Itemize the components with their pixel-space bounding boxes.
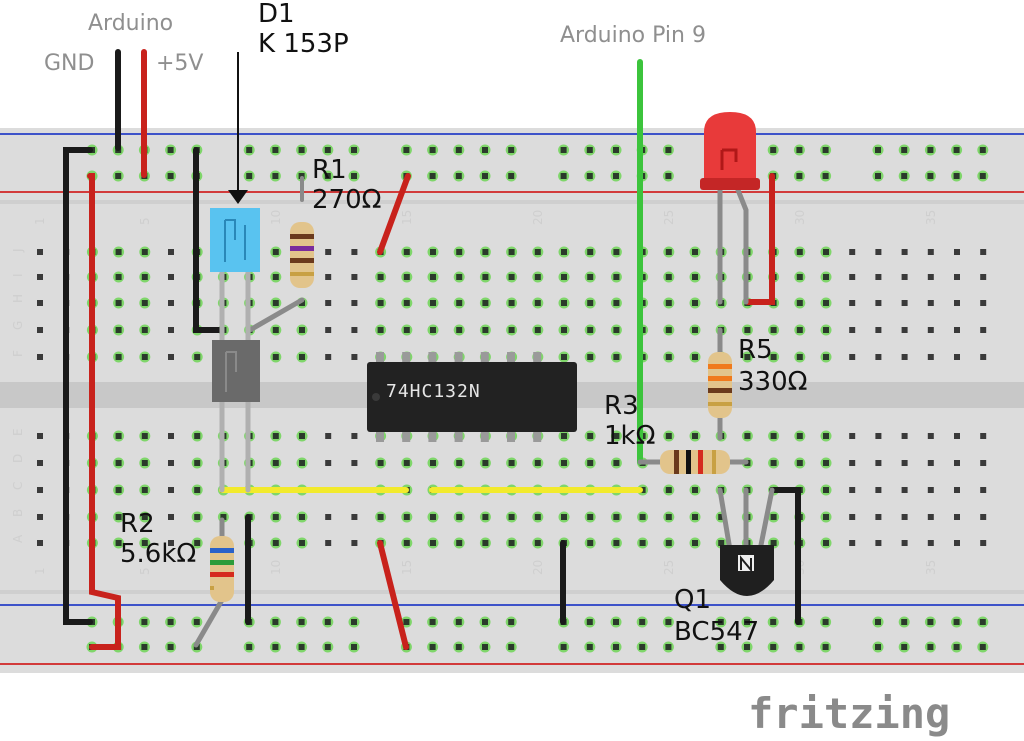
column-number: 20 — [531, 210, 545, 225]
column-number: 10 — [269, 210, 283, 225]
row-letter: I — [11, 273, 25, 277]
row-letter: E — [11, 428, 25, 436]
column-number: 25 — [662, 560, 676, 575]
r2-value-label: 5.6kΩ — [120, 539, 196, 569]
fritzing-logo: fritzing — [748, 689, 950, 738]
red-led — [700, 112, 760, 190]
column-number: 1 — [33, 217, 47, 225]
r1-leg — [247, 297, 305, 333]
left-5v-bridge-wire — [87, 173, 121, 650]
resistor-r2 — [210, 536, 234, 602]
column-number: 25 — [662, 210, 676, 225]
r1-name-label: R1 — [312, 155, 347, 185]
d1-arrow — [228, 52, 248, 204]
column-number: 15 — [400, 210, 414, 225]
row-letters: J I H G F E D C B A — [11, 248, 25, 543]
column-number: 5 — [138, 567, 152, 575]
row-letter: C — [11, 482, 25, 490]
ic-74hc132n — [367, 352, 577, 442]
column-number: 5 — [138, 217, 152, 225]
left-gnd-bridge-wire — [63, 147, 93, 625]
r5-value-label: 330Ω — [738, 367, 808, 397]
d1-part-label: K 153P — [258, 29, 349, 59]
ir-sensor-d1 — [210, 208, 260, 272]
row-letter: B — [11, 509, 25, 517]
r3-value-label: 1kΩ — [604, 421, 655, 451]
column-number: 35 — [924, 560, 938, 575]
gnd-label: GND — [44, 51, 94, 76]
row-letter: J — [11, 248, 25, 253]
r3-name-label: R3 — [604, 391, 639, 421]
d1-name-label: D1 — [258, 0, 295, 29]
r2-name-label: R2 — [120, 509, 155, 539]
column-number: 1 — [33, 567, 47, 575]
resistor-r3 — [660, 450, 730, 474]
ic-part-label: 74HC132N — [386, 381, 481, 402]
transistor-q1 — [720, 545, 774, 596]
pin9-label: Arduino Pin 9 — [560, 23, 706, 48]
ic-vcc-wire — [377, 173, 411, 255]
column-number: 30 — [793, 210, 807, 225]
r5-name-label: R5 — [738, 335, 773, 365]
column-number: 10 — [269, 560, 283, 575]
resistor-r1 — [290, 222, 314, 288]
row-letter: F — [11, 350, 25, 357]
plus5v-label: +5V — [156, 51, 203, 76]
row-letter: G — [11, 321, 25, 330]
ir-receiver-body — [212, 340, 260, 402]
r1-value-label: 270Ω — [312, 185, 382, 215]
ir-gnd-wire — [193, 147, 223, 333]
led-anode-wire — [745, 173, 775, 305]
row-letter: D — [11, 454, 25, 463]
column-number: 20 — [531, 560, 545, 575]
column-number: 35 — [924, 210, 938, 225]
column-number: 15 — [400, 560, 414, 575]
q1-name-label: Q1 — [674, 585, 711, 615]
q1-part-label: BC547 — [674, 617, 759, 647]
q1-emitter-wire — [769, 487, 801, 625]
row-letter: H — [11, 294, 25, 303]
arduino-label: Arduino — [88, 11, 173, 36]
ic-pin-wire — [377, 540, 409, 650]
row-letter: A — [11, 534, 25, 543]
resistor-r5 — [708, 352, 732, 418]
wires — [63, 49, 801, 650]
